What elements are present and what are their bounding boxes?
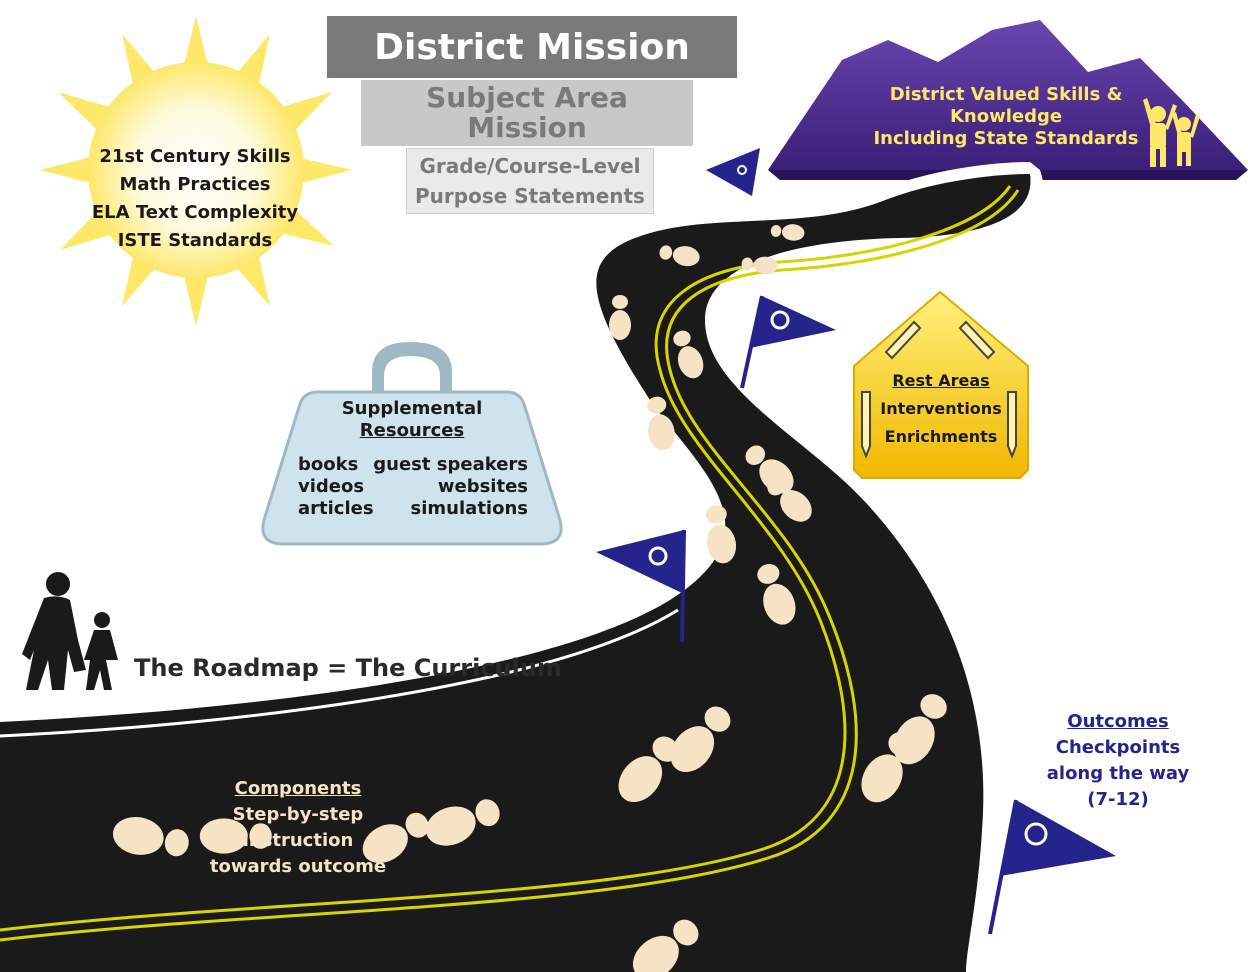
- supplemental-item: books: [298, 454, 359, 475]
- outcomes-text: Outcomes Checkpoints along the way (7-12…: [1034, 702, 1202, 820]
- children-silhouette-icon: [1143, 98, 1200, 167]
- supplemental-left-list: books videos articles: [298, 454, 388, 520]
- roadmap-label: The Roadmap = The Curriculum: [134, 654, 562, 682]
- components-line: instruction: [242, 830, 354, 851]
- flag-icon: [988, 799, 1116, 935]
- grade-purpose-line2: Purpose Statements: [415, 184, 645, 208]
- rest-areas-item: Interventions: [880, 399, 1002, 418]
- flag-icon: [706, 148, 760, 213]
- supplemental-weight-shape: [261, 342, 563, 546]
- supplemental-title-line1: Supplemental: [341, 398, 483, 419]
- sun-text: 21st Century Skills Math Practices ELA T…: [80, 140, 310, 258]
- grade-purpose-line1: Grade/Course-Level: [419, 154, 641, 178]
- outcomes-line: along the way: [1046, 763, 1190, 784]
- rest-areas-item: Enrichments: [884, 427, 998, 446]
- supplemental-item: websites: [437, 476, 528, 497]
- mountain-text: District Valued Skills & Knowledge Inclu…: [870, 82, 1142, 152]
- flag-icon: [596, 529, 686, 643]
- subject-area-line2: Mission: [467, 111, 587, 144]
- outcomes-title: Outcomes: [1067, 711, 1169, 732]
- mountain-line3: Including State Standards: [873, 128, 1139, 149]
- district-mission-box: District Mission: [327, 16, 737, 78]
- district-mission-title: District Mission: [374, 26, 690, 68]
- sun-item: ISTE Standards: [117, 230, 273, 251]
- supplemental-right-list: guest speakers websites simulations: [368, 454, 528, 520]
- supplemental-item: videos: [298, 476, 365, 497]
- sun-item: ELA Text Complexity: [91, 202, 299, 223]
- supplemental-item: articles: [298, 498, 374, 519]
- supplemental-item: simulations: [410, 498, 528, 519]
- supplemental-item: guest speakers: [373, 454, 528, 475]
- mountain-line1: District Valued Skills &: [889, 84, 1123, 105]
- subject-area-line1: Subject Area: [426, 81, 628, 114]
- components-line: Step-by-step: [232, 804, 364, 825]
- outcomes-line: (7-12): [1087, 789, 1149, 810]
- rest-areas-text: Rest Areas Interventions Enrichments: [874, 366, 1008, 452]
- walking-people-silhouette-icon: [22, 572, 118, 690]
- grade-purpose-box: Grade/Course-Level Purpose Statements: [406, 148, 654, 214]
- footprint-icon: [609, 295, 631, 340]
- rest-area-sign: [853, 290, 1029, 479]
- outcomes-line: Checkpoints: [1055, 737, 1181, 758]
- rest-areas-title: Rest Areas: [892, 371, 990, 390]
- mountain-line2: Knowledge: [949, 106, 1063, 127]
- components-text: Components Step-by-step instruction towa…: [200, 770, 396, 886]
- supplemental-title-line2: Resources: [359, 420, 465, 441]
- sun-shape: [40, 16, 352, 326]
- subject-area-mission-box: Subject Area Mission: [361, 80, 693, 146]
- components-line: towards outcome: [209, 856, 387, 877]
- components-title: Components: [234, 778, 362, 799]
- flag-icon: [740, 295, 836, 389]
- road-shape: [0, 162, 1044, 972]
- sun-item: 21st Century Skills: [99, 146, 291, 167]
- sun-item: Math Practices: [119, 174, 271, 195]
- supplemental-title: Supplemental Resources: [322, 396, 502, 444]
